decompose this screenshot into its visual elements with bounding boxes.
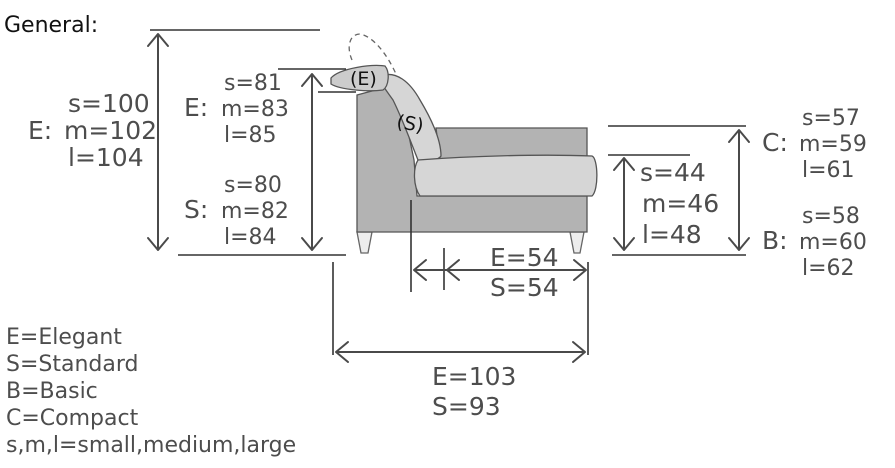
reference-lines bbox=[150, 29, 746, 355]
svg-text:m=60: m=60 bbox=[799, 230, 867, 255]
legend-item: s,m,l=small,medium,large bbox=[6, 433, 296, 458]
legend: E=Elegant S=Standard B=Basic C=Compact s… bbox=[6, 325, 296, 458]
svg-text:S=54: S=54 bbox=[490, 273, 559, 302]
svg-text:E:: E: bbox=[28, 116, 52, 145]
legend-item: S=Standard bbox=[6, 352, 138, 377]
legend-item: B=Basic bbox=[6, 379, 98, 404]
svg-text:s=58: s=58 bbox=[802, 204, 860, 229]
svg-text:E:: E: bbox=[184, 93, 208, 122]
seat-cushion bbox=[413, 154, 598, 197]
svg-text:l=48: l=48 bbox=[642, 220, 702, 249]
svg-text:l=104: l=104 bbox=[68, 143, 144, 172]
svg-text:m=46: m=46 bbox=[642, 189, 719, 218]
svg-text:E=54: E=54 bbox=[490, 243, 559, 272]
basic-height-label: s=58 B: m=60 l=62 bbox=[762, 204, 867, 281]
svg-text:s=57: s=57 bbox=[802, 106, 860, 131]
diagram-title: General: bbox=[4, 13, 98, 38]
sofa-side-view: (E) (S) bbox=[330, 33, 598, 254]
standard-part-label: (S) bbox=[395, 111, 425, 137]
total-depth-label: E=103 S=93 bbox=[432, 362, 516, 421]
seat-depth-label: E=54 S=54 bbox=[490, 243, 559, 302]
headrest-tilt-indicator bbox=[348, 33, 397, 75]
svg-text:s=80: s=80 bbox=[224, 173, 282, 198]
svg-text:s=100: s=100 bbox=[68, 89, 150, 118]
legend-item: C=Compact bbox=[6, 406, 139, 431]
svg-text:s=81: s=81 bbox=[224, 71, 282, 96]
svg-text:l=85: l=85 bbox=[224, 123, 277, 148]
svg-text:E=103: E=103 bbox=[432, 362, 516, 391]
standard-height-label: s=80 S: m=82 l=84 bbox=[184, 173, 289, 250]
svg-text:S:: S: bbox=[184, 195, 208, 224]
back-height-label: s=100 E: m=102 l=104 bbox=[28, 89, 157, 172]
svg-text:S=93: S=93 bbox=[432, 392, 501, 421]
svg-text:m=59: m=59 bbox=[799, 132, 867, 157]
svg-text:s=44: s=44 bbox=[640, 158, 706, 187]
svg-text:l=84: l=84 bbox=[224, 225, 277, 250]
compact-height-label: s=57 C: m=59 l=61 bbox=[762, 106, 867, 183]
seat-height-label: s=44 m=46 l=48 bbox=[640, 158, 719, 249]
elegant-part-label: (E) bbox=[350, 68, 377, 90]
rear-leg bbox=[569, 231, 585, 254]
legend-item: E=Elegant bbox=[6, 325, 122, 350]
headrest-height-label: s=81 E: m=83 l=85 bbox=[184, 71, 289, 148]
svg-text:B:: B: bbox=[762, 226, 788, 255]
svg-text:C:: C: bbox=[762, 128, 788, 157]
front-leg bbox=[356, 231, 373, 254]
elegant-headrest bbox=[330, 64, 389, 92]
svg-text:m=83: m=83 bbox=[221, 97, 289, 122]
svg-text:l=61: l=61 bbox=[802, 158, 855, 183]
svg-text:m=82: m=82 bbox=[221, 199, 289, 224]
dimension-arrows bbox=[147, 33, 750, 363]
svg-text:l=62: l=62 bbox=[802, 256, 855, 281]
svg-text:m=102: m=102 bbox=[64, 116, 157, 145]
